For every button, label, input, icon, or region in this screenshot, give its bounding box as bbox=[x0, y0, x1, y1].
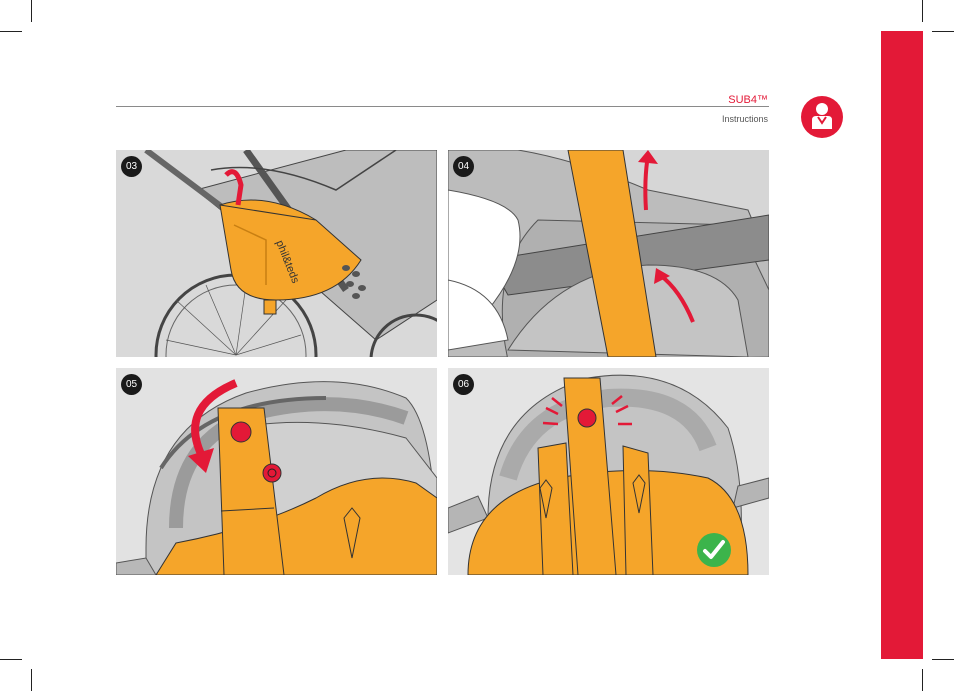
crop-mark bbox=[31, 669, 32, 691]
step-number: 04 bbox=[453, 156, 474, 177]
checkmark-icon bbox=[697, 533, 731, 567]
crop-mark bbox=[932, 31, 954, 32]
step-number: 03 bbox=[121, 156, 142, 177]
child-seat-person-icon bbox=[801, 96, 843, 138]
step-image-06: 06 bbox=[448, 368, 769, 575]
crop-mark bbox=[31, 0, 32, 22]
step-image-03: phil&teds 03 bbox=[116, 150, 437, 357]
step-number: 05 bbox=[121, 374, 142, 395]
crop-mark bbox=[932, 659, 954, 660]
chapter-tab bbox=[881, 31, 923, 659]
section-title: Instructions bbox=[722, 114, 768, 124]
crop-mark bbox=[922, 0, 923, 22]
header-rule bbox=[116, 106, 769, 107]
step-number: 06 bbox=[453, 374, 474, 395]
product-name: SUB4™ bbox=[728, 94, 768, 106]
step-image-04: 04 bbox=[448, 150, 769, 357]
crop-mark bbox=[922, 669, 923, 691]
crop-mark bbox=[0, 659, 22, 660]
crop-mark bbox=[0, 31, 22, 32]
step-image-05: 05 bbox=[116, 368, 437, 575]
